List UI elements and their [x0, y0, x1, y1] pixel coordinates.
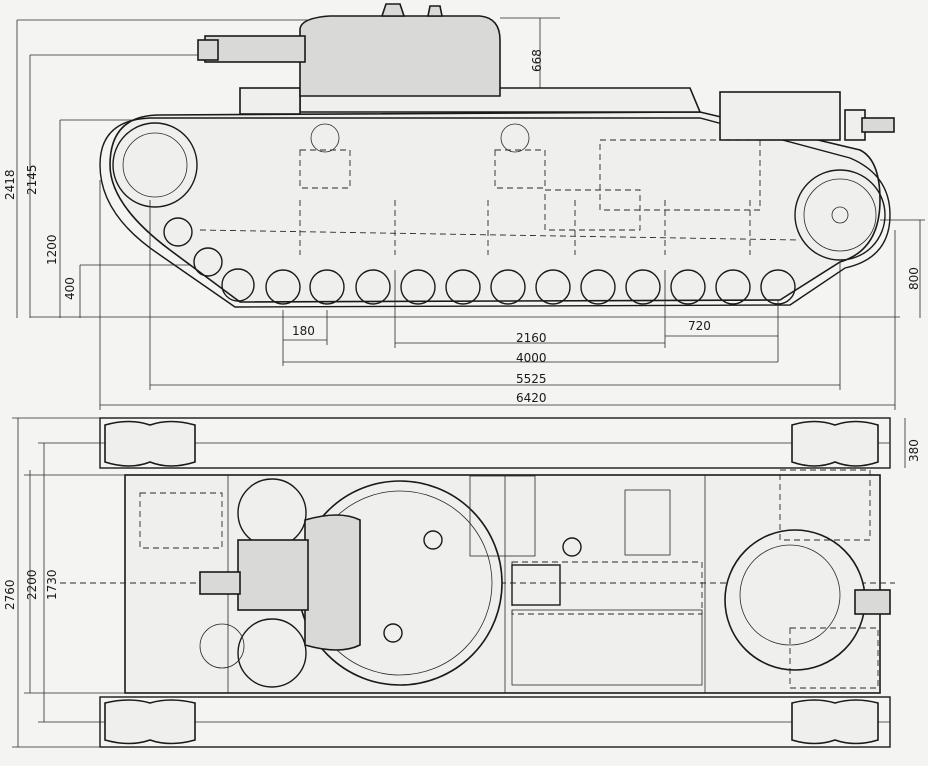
drive-sprocket: [112, 122, 198, 208]
muzzle: [197, 39, 219, 61]
dim-1200: 1200: [45, 234, 59, 265]
dim-5525: 5525: [516, 372, 547, 386]
dim-2160: 2160: [516, 331, 547, 345]
main-gun: [204, 35, 306, 63]
engine-deck: [719, 91, 841, 141]
front-hatch: [239, 87, 301, 115]
dim-1730: 1730: [45, 569, 59, 600]
dim-668: 668: [530, 49, 544, 72]
cupola-left: [380, 3, 406, 17]
dim-6420: 6420: [516, 391, 547, 405]
dim-2418: 2418: [3, 169, 17, 200]
hull-side: [109, 111, 881, 303]
dim-180: 180: [292, 324, 315, 338]
rear-idler: [794, 169, 886, 261]
rear-turret-plan: [724, 529, 866, 671]
track-side: [99, 117, 891, 308]
rear-gun: [861, 117, 895, 133]
turret-side: [299, 15, 501, 97]
side-elevation-view: 2418 2145 1200 400 668 800 180 2160 720 …: [3, 3, 925, 410]
dim-2760: 2760: [3, 579, 17, 610]
dim-2145: 2145: [25, 164, 39, 195]
dim-400: 400: [63, 277, 77, 300]
dim-2200: 2200: [25, 569, 39, 600]
dim-800: 800: [907, 267, 921, 290]
dim-720: 720: [688, 319, 711, 333]
plan-view: 2760 2200 1730 380: [3, 417, 921, 748]
cupola-right: [427, 5, 443, 17]
road-wheels: [163, 217, 796, 305]
dim-4000: 4000: [516, 351, 547, 365]
dim-380: 380: [907, 439, 921, 462]
